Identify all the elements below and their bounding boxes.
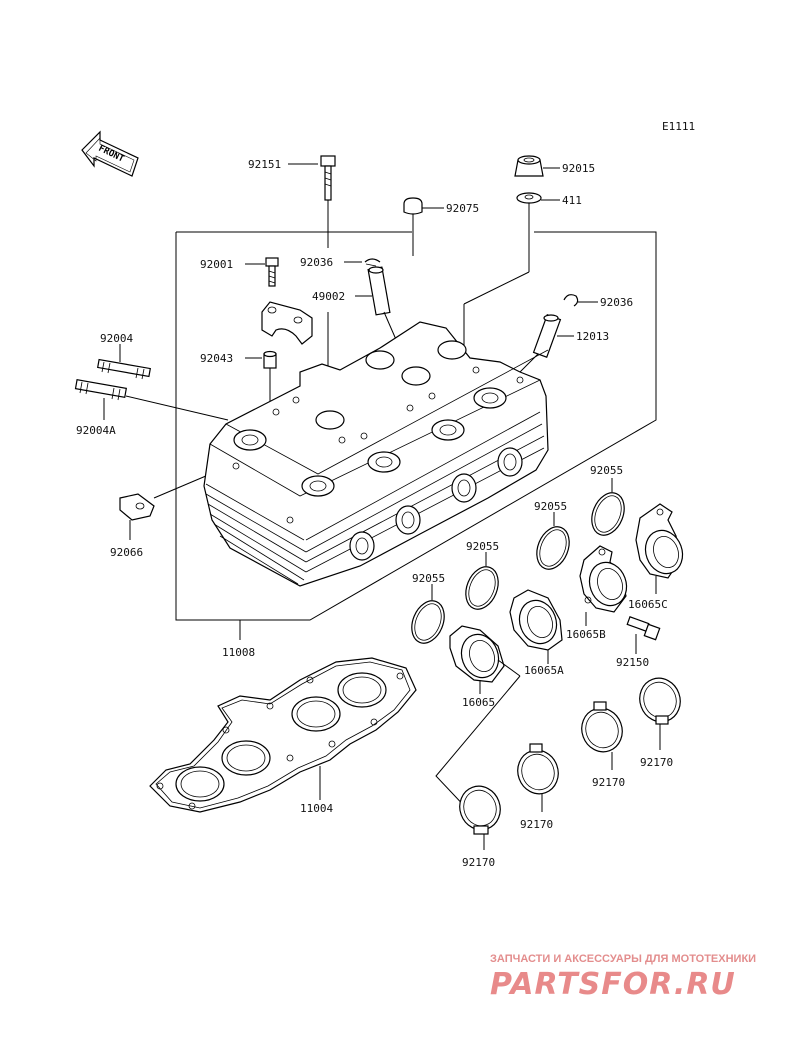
watermark-logo: PARTSFOR.RU [490,967,736,1002]
label-16065: 16065 [462,696,495,709]
head-gasket-11004 [149,657,417,813]
intake-holder-16065C [635,503,684,594]
label-92055-c: 92055 [466,540,499,553]
label-16065B: 16065B [566,628,606,641]
label-11004: 11004 [300,802,333,815]
label-92004A: 92004A [76,424,116,437]
clamp-92170-b [581,701,623,770]
label-92055-d: 92055 [412,572,445,585]
label-92170-b: 92170 [592,776,625,789]
bolt-92001 [245,257,279,287]
bolt-92151 [288,155,336,232]
label-92075: 92075 [446,202,479,215]
label-11008: 11008 [222,646,255,659]
label-92151: 92151 [248,158,281,171]
cylinder-head-11008 [203,321,549,587]
label-12013: 12013 [576,330,609,343]
cap-92075 [403,197,444,232]
label-16065A: 16065A [524,664,564,677]
leader-line [435,675,521,813]
label-92015: 92015 [562,162,595,175]
cam-cap [261,301,313,345]
front-arrow-icon: FRONT [81,130,139,177]
label-92036-a: 92036 [300,256,333,269]
clamp-92170-a [639,677,681,750]
leader-line [463,271,530,305]
clip-92036-b [563,294,598,307]
label-92055-b: 92055 [534,500,567,513]
figure-code: E1111 [662,120,695,133]
assembly-bracket [175,231,657,640]
intake-holder-16065 [449,625,521,694]
part-92066 [119,469,221,540]
label-49002: 49002 [312,290,345,303]
label-92170-a: 92170 [640,756,673,769]
o-ring-92055-c [465,552,499,610]
o-ring-92055-b [536,512,570,570]
label-411: 411 [562,194,582,207]
washer-411 [516,192,560,232]
label-92043: 92043 [200,352,233,365]
dowel-92043 [245,350,277,408]
clamp-92170-d [459,785,501,850]
watermark: ЗАПЧАСТИ И АКСЕССУАРЫ ДЛЯ МОТОТЕХНИКИ PA… [490,953,756,1002]
label-92066: 92066 [110,546,143,559]
nut-92015 [514,155,560,177]
screw-92150 [626,616,661,654]
label-92001: 92001 [200,258,233,271]
clamp-92170-c [517,743,559,812]
stud-92004A [74,379,229,421]
label-92170-c: 92170 [520,818,553,831]
label-92170-d: 92170 [462,856,495,869]
label-92150: 92150 [616,656,649,669]
label-92036-b: 92036 [600,296,633,309]
intake-holder-16065B [579,545,628,626]
stud-92004 [97,344,151,380]
label-92004: 92004 [100,332,133,345]
intake-holder-16065A [509,589,563,664]
o-ring-92055-d [411,584,445,644]
o-ring-92055-a [591,478,625,536]
label-16065C: 16065C [628,598,668,611]
watermark-tagline: ЗАПЧАСТИ И АКСЕССУАРЫ ДЛЯ МОТОТЕХНИКИ [490,953,756,965]
label-92055-a: 92055 [590,464,623,477]
clip-92036-a [344,258,381,267]
